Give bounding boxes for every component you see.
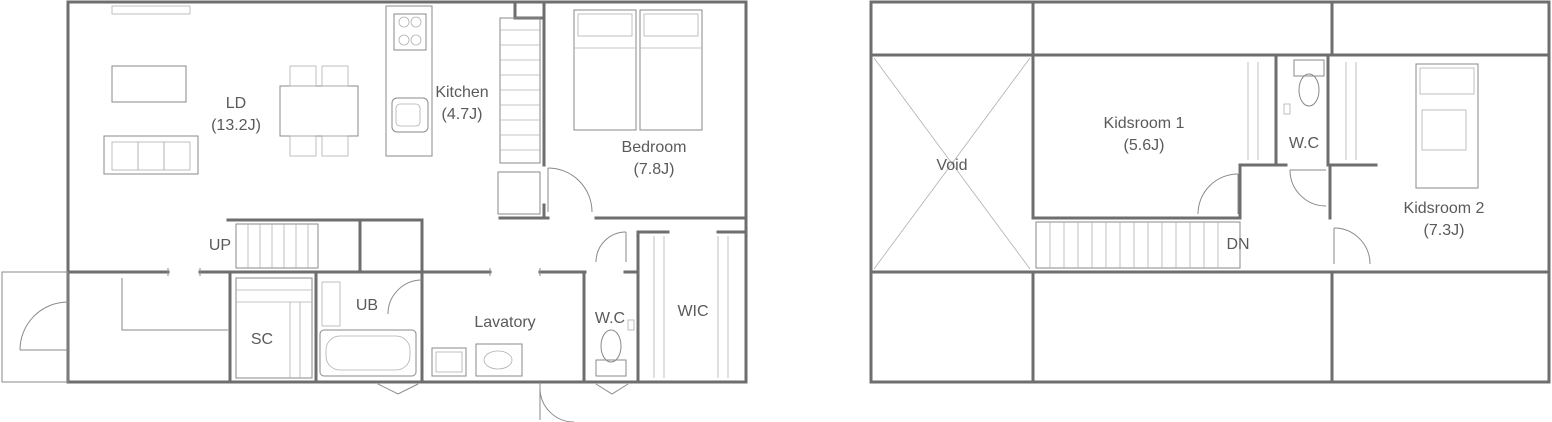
room-label-ld: LD [226, 95, 246, 112]
storage-shelves [235, 277, 313, 379]
room-size-bedroom: (7.8J) [634, 161, 675, 178]
first-floor-walls [66, 0, 748, 384]
room-label-wic: WIC [677, 303, 708, 320]
second-floor-plan: Void Kidsroom 1 (5.6J) W.C Kidsroom 2 (7… [869, 0, 1551, 384]
room-label-bedroom: Bedroom [622, 139, 687, 156]
stairs-down [1035, 221, 1241, 269]
closet-rails-second-floor [1247, 62, 1357, 160]
room-label-sc: SC [251, 331, 273, 348]
room-size-ld: (13.2J) [211, 117, 261, 134]
room-label-ub: UB [356, 297, 378, 314]
room-size-kidsroom2: (7.3J) [1424, 222, 1465, 239]
room-label-kitchen: Kitchen [435, 84, 488, 101]
dining-table [279, 65, 359, 157]
void-area [873, 57, 1031, 270]
entrance-porch [1, 271, 69, 383]
coffee-table [111, 65, 187, 103]
toilet-first-floor [595, 319, 635, 377]
bedroom-beds [573, 9, 703, 131]
first-floor-doors [167, 167, 629, 422]
room-label-wc-first: W.C [595, 310, 625, 327]
room-label-kidsroom2: Kidsroom 2 [1404, 200, 1485, 217]
bathtub [319, 281, 417, 377]
wic-rails [653, 236, 729, 378]
room-label-kidsroom1: Kidsroom 1 [1104, 115, 1185, 132]
lavatory-fixtures [431, 343, 523, 377]
room-size-kitchen: (4.7J) [442, 106, 483, 123]
kitchen-shelf [497, 17, 541, 215]
kitchen-counter [385, 5, 433, 157]
toilet-second-floor [1283, 59, 1325, 115]
sofa [103, 135, 199, 175]
second-floor-walls [869, 0, 1551, 384]
stairs-up [235, 223, 319, 269]
second-floor-doors [1197, 169, 1371, 265]
stair-label-up: UP [209, 237, 231, 254]
stair-label-dn: DN [1226, 236, 1249, 253]
room-label-lavatory: Lavatory [474, 314, 535, 331]
kidsroom2-bed [1415, 63, 1479, 189]
first-floor-plan: LD (13.2J) Kitchen (4.7J) Bedroom (7.8J)… [1, 0, 748, 422]
entrance-step [121, 278, 228, 331]
room-label-wc-second: W.C [1289, 135, 1319, 152]
room-size-kidsroom1: (5.6J) [1124, 137, 1165, 154]
window-top [111, 5, 191, 15]
room-label-void: Void [936, 157, 967, 174]
